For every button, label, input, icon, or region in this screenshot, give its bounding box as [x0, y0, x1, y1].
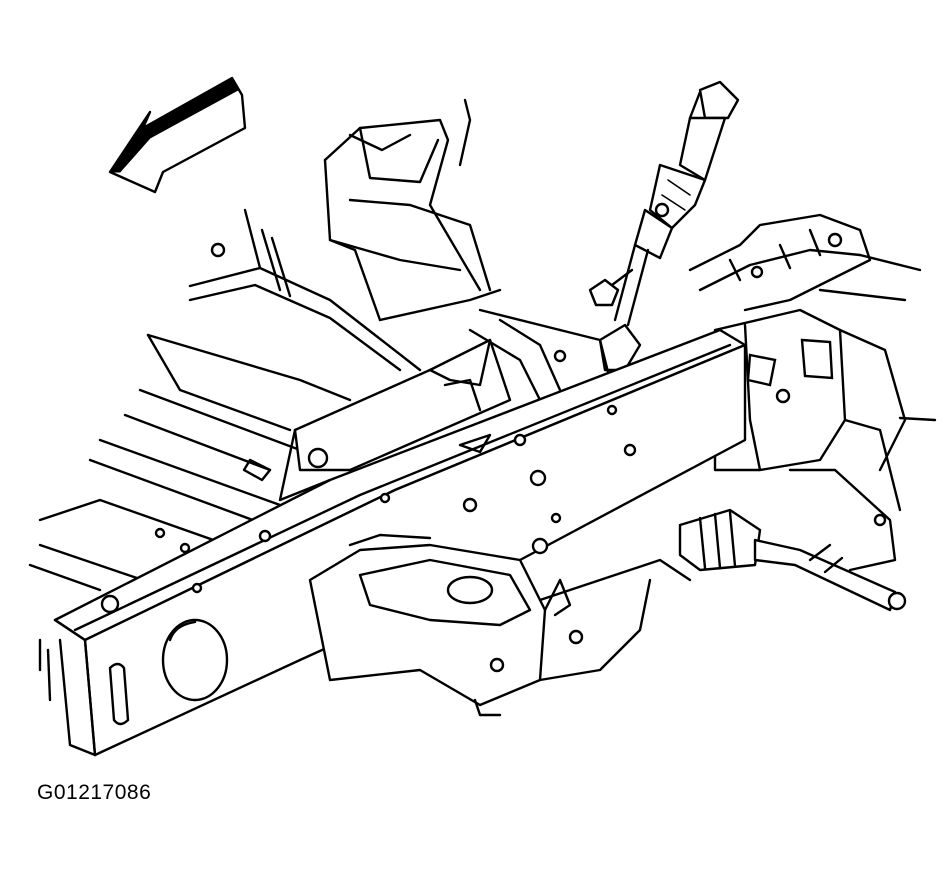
body-mount-bracket [688, 213, 922, 312]
intermediate-steering-shaft [613, 80, 740, 327]
tie-rod-boot [678, 508, 907, 612]
figure-id-label: G01217086 [37, 781, 152, 804]
lower-left-lines [38, 638, 52, 702]
upper-bracket [323, 98, 502, 322]
pinch-bolt [588, 268, 634, 307]
steering-gear-housing [713, 308, 937, 572]
lower-spring-pocket [308, 533, 692, 717]
crossmember-box [278, 338, 512, 502]
front-direction-arrow-icon [108, 76, 247, 194]
